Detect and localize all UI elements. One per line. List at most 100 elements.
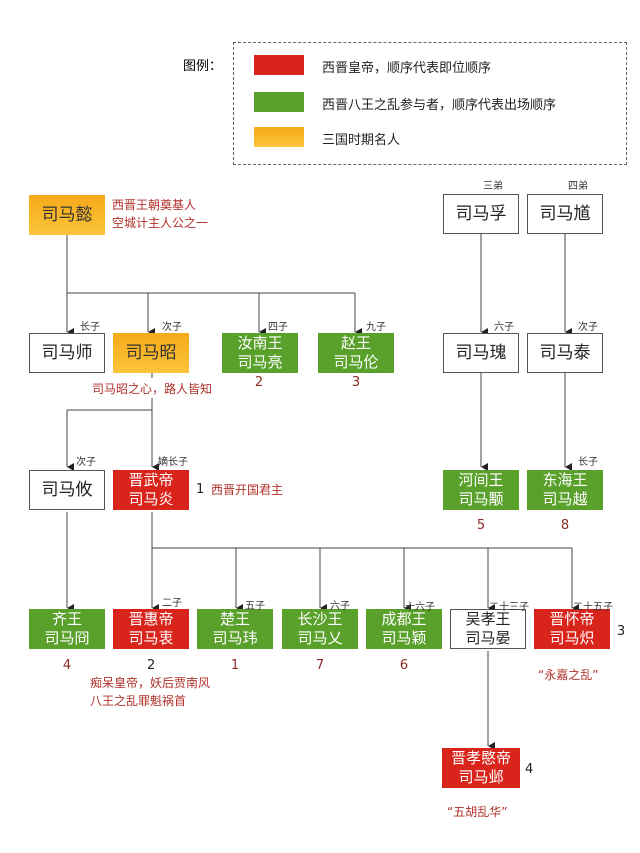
node-name: 司马瑰: [455, 342, 507, 363]
node-name: 司马冏: [44, 629, 90, 647]
node-sima-you: 司马攸: [29, 470, 105, 510]
node-title: 晋孝愍帝: [450, 749, 511, 767]
node-sima-tai: 司马泰: [527, 333, 603, 373]
node-name: 司马炎: [128, 490, 174, 508]
relation-label: 五子: [245, 601, 265, 612]
node-sima-yue: 东海王司马越: [527, 470, 603, 510]
node-name: 司马乂: [297, 629, 343, 647]
node-name: 司马邺: [458, 768, 504, 786]
relation-label: 二十五子: [573, 602, 613, 613]
node-title: 齐王: [51, 610, 82, 628]
node-title: 长沙王: [297, 610, 343, 628]
order-number: 8: [560, 518, 570, 533]
order-number: 1: [230, 658, 240, 673]
relation-label: 十六子: [405, 602, 435, 613]
node-sima-ying: 成都王司马颖: [366, 609, 442, 649]
order-number: 3: [617, 624, 626, 639]
relation-label: 四弟: [568, 181, 588, 192]
note-sima-zhong: 痴呆皇帝，妖后贾南风八王之乱罪魁祸首: [90, 674, 210, 710]
node-name: 司马懿: [41, 204, 93, 225]
legend-swatch-orange: [254, 127, 304, 147]
relation-label: 次子: [162, 322, 182, 333]
relation-label: 二子: [162, 598, 182, 609]
legend-label: 西晋皇帝，顺序代表即位顺序: [322, 61, 492, 76]
node-name: 司马昭: [125, 342, 177, 363]
order-number: 6: [399, 658, 409, 673]
node-sima-yong: 河间王司马颙: [443, 470, 519, 510]
node-name: 司马伦: [333, 353, 379, 371]
note-sima-yi: 西晋王朝奠基人空城计主人公之一: [112, 196, 208, 232]
order-number: 2: [254, 375, 264, 390]
node-name: 司马晏: [465, 629, 511, 647]
relation-label: 三弟: [483, 181, 503, 192]
node-sima-wei: 楚王司马玮: [197, 609, 273, 649]
node-sima-shi: 司马师: [29, 333, 105, 373]
node-title: 东海王: [542, 471, 588, 489]
node-sima-yan: 晋武帝司马炎: [113, 470, 189, 510]
relation-label: 六子: [494, 322, 514, 333]
node-name: 司马颖: [381, 629, 427, 647]
relation-label: 九子: [366, 322, 386, 333]
order-number: 2: [147, 658, 156, 673]
node-sima-lun: 赵王司马伦: [318, 333, 394, 373]
relation-label: 次子: [76, 457, 96, 468]
relation-label: 六子: [330, 601, 350, 612]
relation-label: 二十三子: [489, 602, 529, 613]
legend-title: 图例：: [183, 59, 223, 74]
node-title: 成都王: [381, 610, 427, 628]
node-sima-gui: 司马瑰: [443, 333, 519, 373]
legend: 西晋皇帝，顺序代表即位顺序 西晋八王之乱参与者，顺序代表出场顺序 三国时期名人: [233, 42, 627, 165]
node-name: 司马亮: [237, 353, 283, 371]
node-name: 司马颙: [458, 490, 504, 508]
order-number: 3: [351, 375, 361, 390]
legend-label: 西晋八王之乱参与者，顺序代表出场顺序: [322, 98, 557, 113]
node-sima-yi: 司马懿: [29, 195, 105, 235]
node-sima-liang: 汝南王司马亮: [222, 333, 298, 373]
node-title: 晋武帝: [128, 471, 174, 489]
node-name: 司马炽: [549, 629, 595, 647]
node-sima-yan-wu: 吴孝王司马晏: [450, 609, 526, 649]
node-sima-jiong: 齐王司马冏: [29, 609, 105, 649]
node-title: 赵王: [340, 334, 371, 352]
node-title: 楚王: [219, 610, 250, 628]
node-name: 司马孚: [455, 203, 507, 224]
node-title: 晋惠帝: [128, 610, 174, 628]
note-sima-yan: 西晋开国君主: [211, 483, 284, 497]
note-line: 西晋王朝奠基人: [112, 198, 197, 212]
node-name: 司马越: [542, 490, 588, 508]
relation-label: 嫡长子: [158, 457, 188, 468]
relation-label: 四子: [268, 322, 288, 333]
note-line: 八王之乱罪魁祸首: [90, 694, 187, 708]
note-line: 痴呆皇帝，妖后贾南风: [90, 676, 211, 690]
order-number: 1: [196, 482, 205, 497]
note-sima-zhao: 司马昭之心，路人皆知: [92, 382, 213, 396]
relation-label: 长子: [80, 322, 100, 333]
node-name: 司马泰: [539, 342, 591, 363]
legend-label: 三国时期名人: [322, 133, 401, 148]
legend-swatch-green: [254, 92, 304, 112]
node-title: 晋怀帝: [549, 610, 595, 628]
node-title: 河间王: [458, 471, 504, 489]
node-sima-ye: 晋孝愍帝司马邺: [442, 748, 520, 788]
note-sima-chi: “永嘉之乱”: [538, 668, 599, 682]
node-name: 司马师: [41, 342, 93, 363]
relation-label: 次子: [578, 322, 598, 333]
node-name: 司马衷: [128, 629, 174, 647]
order-number: 7: [315, 658, 325, 673]
relation-label: 长子: [578, 457, 598, 468]
node-sima-zhong: 晋惠帝司马衷: [113, 609, 189, 649]
node-name: 司马攸: [41, 479, 93, 500]
order-number: 4: [62, 658, 72, 673]
node-sima-zhao: 司马昭: [113, 333, 189, 373]
node-name: 司马馗: [539, 203, 591, 224]
note-line: 空城计主人公之一: [112, 216, 209, 230]
node-name: 司马玮: [212, 629, 258, 647]
order-number: 4: [525, 762, 534, 777]
node-sima-chi: 晋怀帝司马炽: [534, 609, 610, 649]
order-number: 5: [476, 518, 486, 533]
node-title: 汝南王: [237, 334, 283, 352]
legend-swatch-red: [254, 55, 304, 75]
node-sima-kui: 司马馗: [527, 194, 603, 234]
